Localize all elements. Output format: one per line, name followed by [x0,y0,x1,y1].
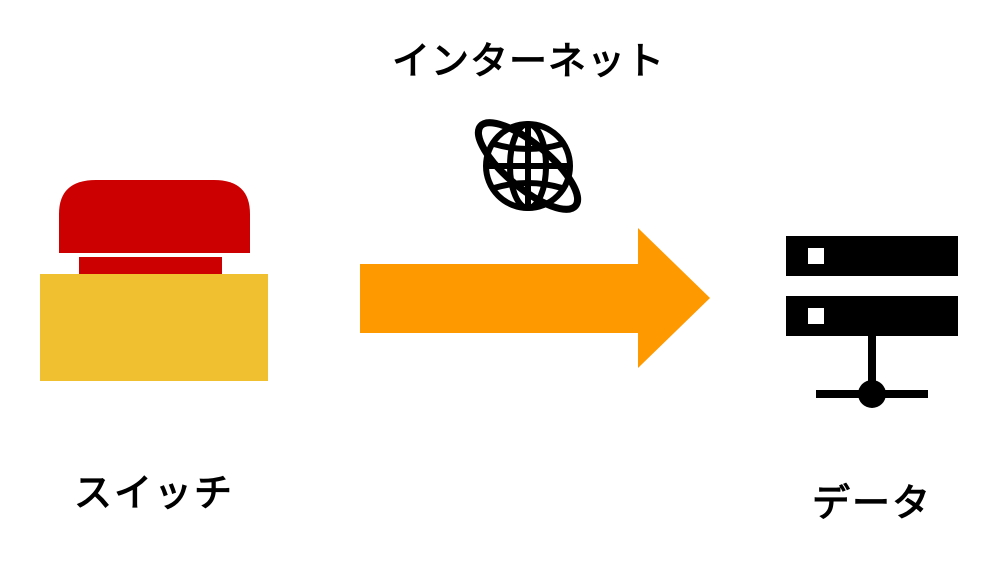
server-led-bottom [808,308,824,324]
push-button-icon [40,180,268,381]
server-led-top [808,248,824,264]
button-base [40,274,268,381]
globe-icon [474,119,582,213]
server-icon [786,236,958,408]
right-arrow [360,228,710,368]
button-stem [79,257,222,275]
data-label: データ [812,481,933,525]
switch-label: スイッチ [74,471,235,515]
server-cable [868,336,876,394]
server-network-node [858,380,886,408]
button-cap [59,180,250,253]
internet-label: インターネット [392,39,666,83]
